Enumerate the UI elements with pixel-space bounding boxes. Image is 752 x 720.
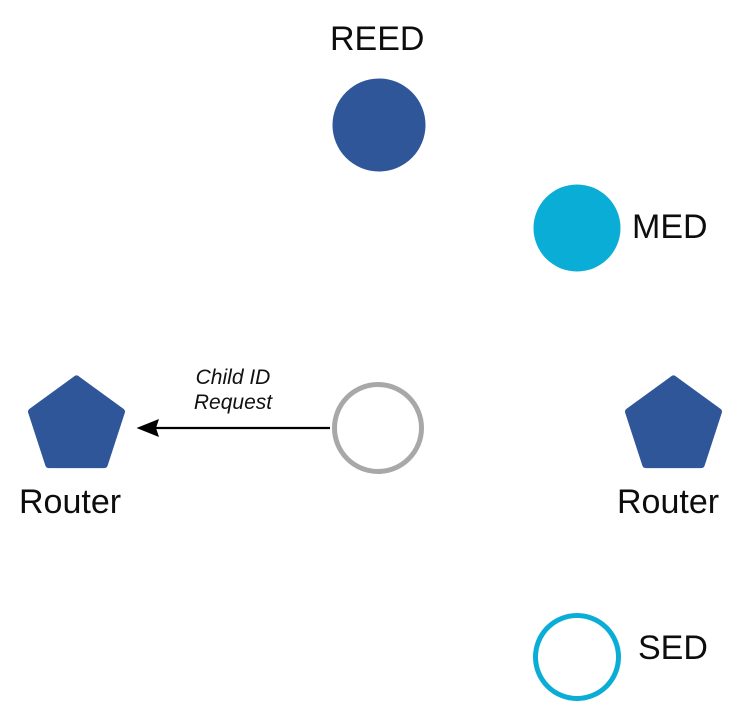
node-label-sed: SED [638, 629, 708, 667]
circle-filled-icon-med[interactable] [533, 184, 621, 272]
edge-label-line-2: Request [193, 391, 273, 414]
node-label-reed: REED [330, 20, 425, 58]
node-label-router-left: Router [19, 483, 122, 521]
node-label-router-right: Router [617, 483, 720, 521]
arrowhead-icon-child-id-request [136, 419, 159, 437]
circle-outline-icon-sed[interactable] [533, 613, 621, 701]
pentagon-filled-icon-router-right[interactable] [625, 375, 722, 469]
edge-label-line-1: Child ID [195, 366, 271, 389]
circle-filled-icon-reed[interactable] [332, 78, 426, 172]
pentagon-filled-icon-router-left[interactable] [28, 375, 125, 469]
edge-child-id-request [136, 419, 330, 437]
circle-outline-icon-joiner[interactable] [332, 382, 424, 474]
node-label-med: MED [632, 208, 708, 246]
edge-label-child-id-request: Child ID Request [163, 365, 303, 415]
